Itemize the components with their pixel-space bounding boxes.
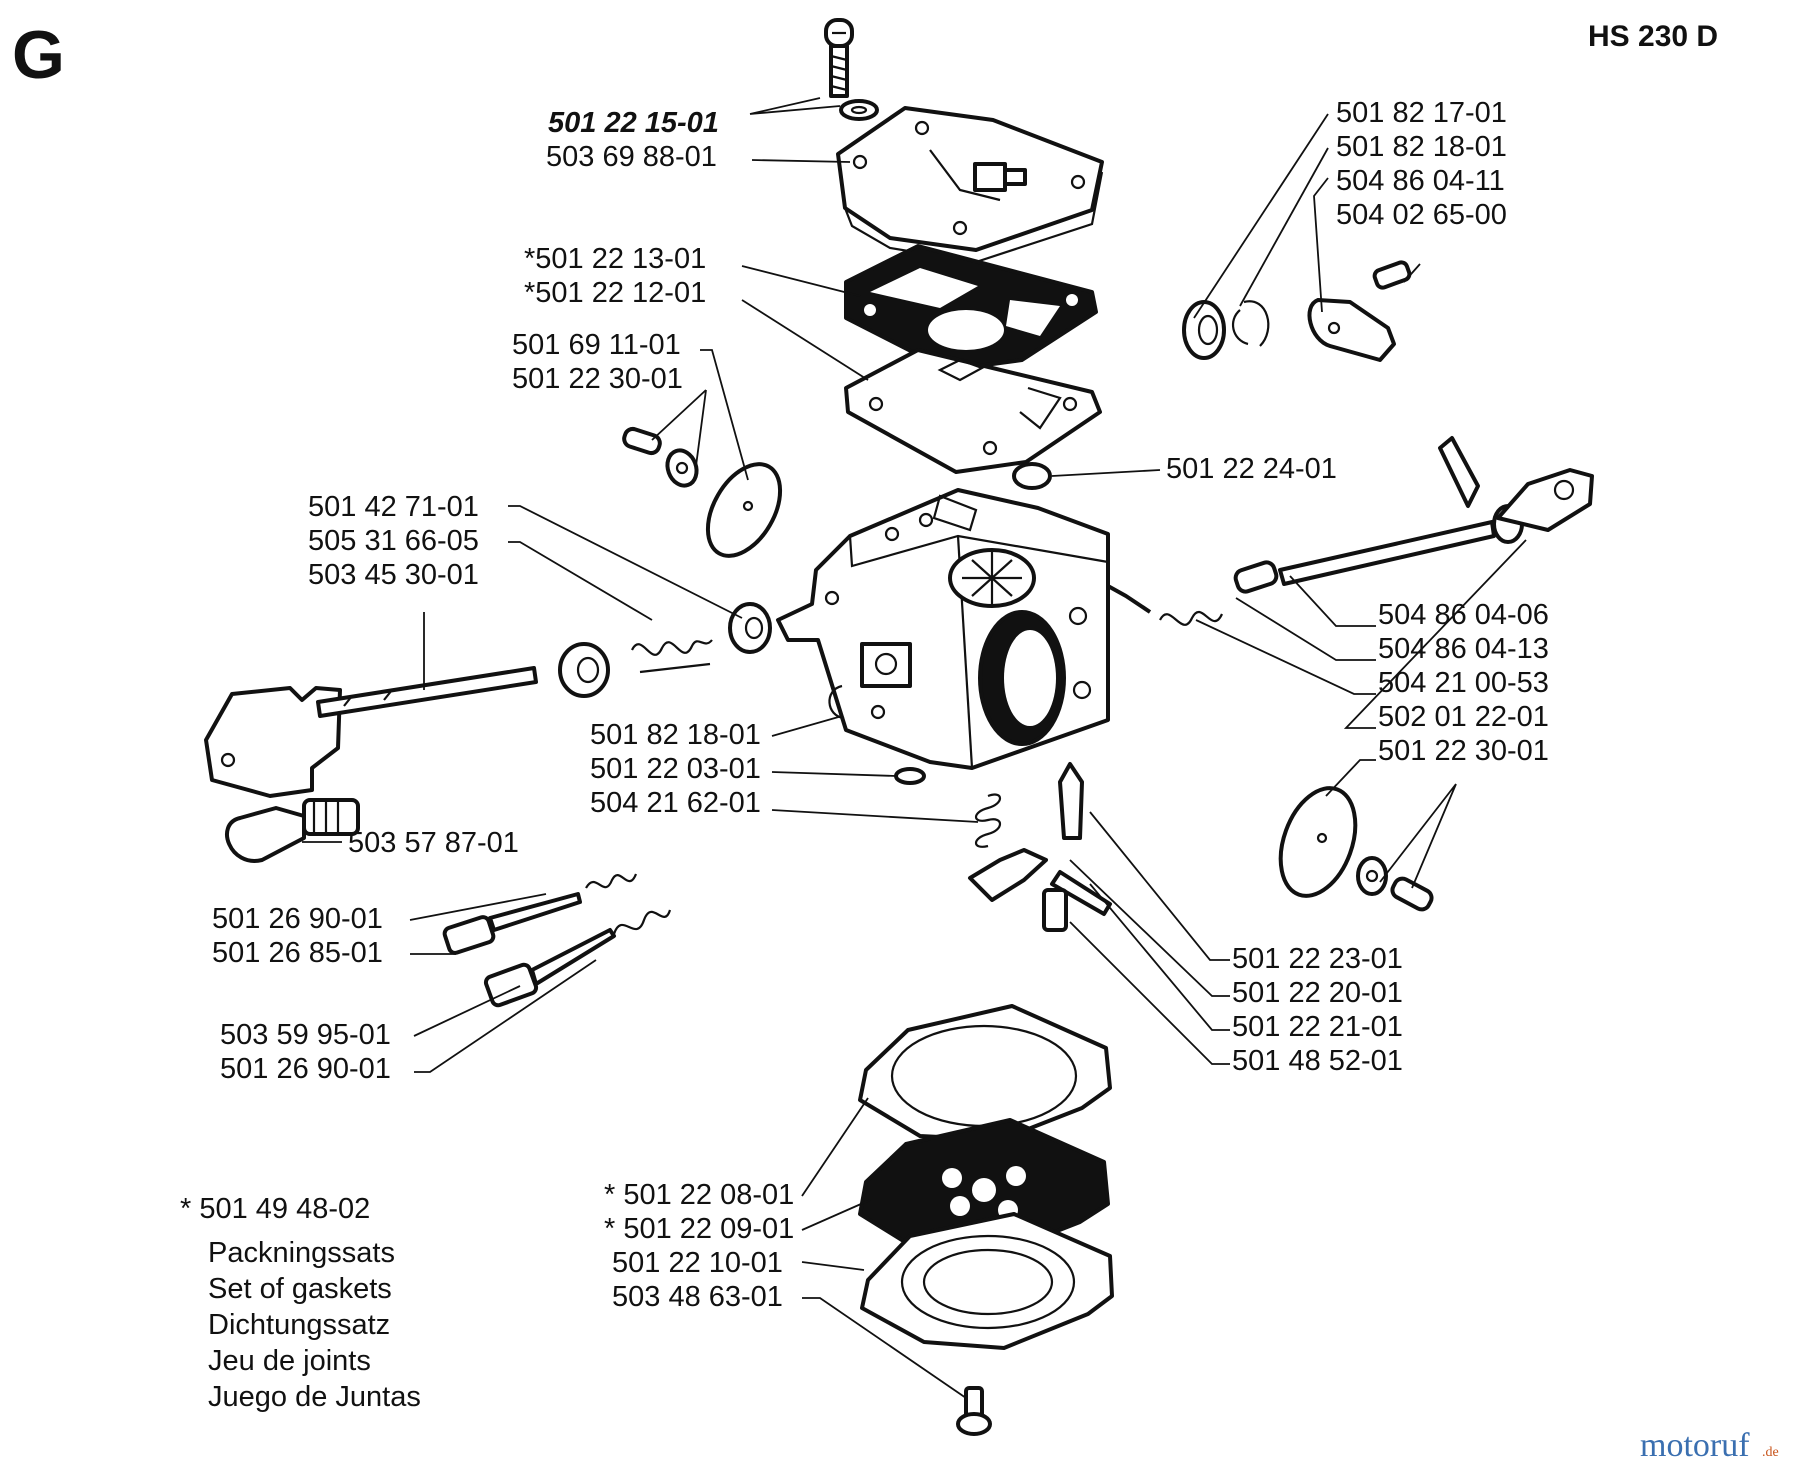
part-number: *501 22 12-01: [524, 277, 706, 309]
part-number: 501 26 85-01: [212, 937, 383, 969]
part-number: 504 21 00-53: [1378, 667, 1549, 699]
watermark-name: motoruf: [1640, 1427, 1750, 1464]
part-number: 501 22 30-01: [512, 363, 683, 395]
part-number: 501 82 17-01: [1336, 97, 1507, 129]
part-number: 501 22 15-01: [548, 107, 719, 139]
model-label: HS 230 D: [1588, 20, 1718, 53]
knob-icon: [225, 798, 360, 863]
watermark-logo: motoruf .de: [1640, 1427, 1779, 1464]
part-number: 503 45 30-01: [308, 559, 479, 591]
kit-number: * 501 49 48-02: [180, 1193, 370, 1225]
part-number: 504 86 04-06: [1378, 599, 1549, 631]
part-number: 503 48 63-01: [612, 1281, 783, 1313]
part-number: 503 69 88-01: [546, 141, 717, 173]
pump-gasket-icon: [844, 244, 1098, 372]
cover-bottom-icon: [860, 1212, 1114, 1350]
part-number: 504 21 62-01: [590, 787, 761, 819]
screen-icon: [1012, 462, 1052, 490]
section-letter: G: [12, 17, 65, 93]
adjusting-needle-high-icon: [442, 873, 638, 955]
washer-top-right-icon: [1182, 300, 1270, 360]
plate-right-icon: [1278, 786, 1434, 912]
gasket-kit-legend: * 501 49 48-02 Packningssats Set of gask…: [180, 1193, 421, 1413]
part-number: 501 22 21-01: [1232, 1011, 1403, 1043]
part-number: 501 82 18-01: [590, 719, 761, 751]
part-number: * 501 22 08-01: [604, 1179, 794, 1211]
kit-name: Jeu de joints: [208, 1345, 371, 1377]
throttle-shaft-icon: [204, 666, 538, 798]
part-number: 501 22 03-01: [590, 753, 761, 785]
pump-cover-icon: [836, 106, 1104, 264]
plate-screw-left-icon: [622, 426, 783, 558]
kit-name: Dichtungssatz: [208, 1309, 390, 1341]
oring-icon: [894, 767, 926, 785]
kit-name: Juego de Juntas: [208, 1381, 421, 1413]
part-number: 504 02 65-00: [1336, 199, 1507, 231]
part-number: * 501 22 09-01: [604, 1213, 794, 1245]
part-number: 501 22 24-01: [1166, 453, 1337, 485]
pump-diaphragm-icon: [844, 348, 1102, 474]
choke-shaft-icon: [1107, 436, 1594, 626]
diaphragm-bottom-icon: [858, 1118, 1110, 1256]
lever-top-right-icon: [1307, 260, 1412, 362]
cover-screw-icon: [824, 18, 879, 121]
part-number: 501 48 52-01: [1232, 1045, 1403, 1077]
part-number: 504 86 04-13: [1378, 633, 1549, 665]
kit-name: Packningssats: [208, 1237, 395, 1269]
part-number: 501 26 90-01: [220, 1053, 391, 1085]
part-number: 504 86 04-11: [1336, 165, 1505, 197]
part-number: 501 42 71-01: [308, 491, 479, 523]
part-number: 505 31 66-05: [308, 525, 479, 557]
part-number: 501 26 90-01: [212, 903, 383, 935]
part-number: 501 22 30-01: [1378, 735, 1549, 767]
part-number: *501 22 13-01: [524, 243, 706, 275]
leader-lines: [302, 97, 1527, 1399]
part-number: 501 69 11-01: [512, 329, 681, 361]
part-number: 503 59 95-01: [220, 1019, 391, 1051]
gasket-bottom-icon: [858, 1004, 1112, 1142]
adjusting-needle-low-icon: [483, 909, 672, 1008]
throttle-spring-icon: [558, 602, 772, 698]
part-number: 501 82 18-01: [1336, 131, 1507, 163]
part-number: 503 57 87-01: [348, 827, 519, 859]
part-number: 502 01 22-01: [1378, 701, 1549, 733]
watermark-suffix: .de: [1762, 1445, 1779, 1460]
part-number: 501 22 20-01: [1232, 977, 1403, 1009]
kit-name: Set of gaskets: [208, 1273, 392, 1305]
needle-valve-icon: [968, 762, 1112, 932]
part-number: 501 22 10-01: [612, 1247, 783, 1279]
bottom-screw-icon: [956, 1386, 992, 1436]
part-number: 501 22 23-01: [1232, 943, 1403, 975]
carburetor-body-icon: [776, 488, 1110, 770]
